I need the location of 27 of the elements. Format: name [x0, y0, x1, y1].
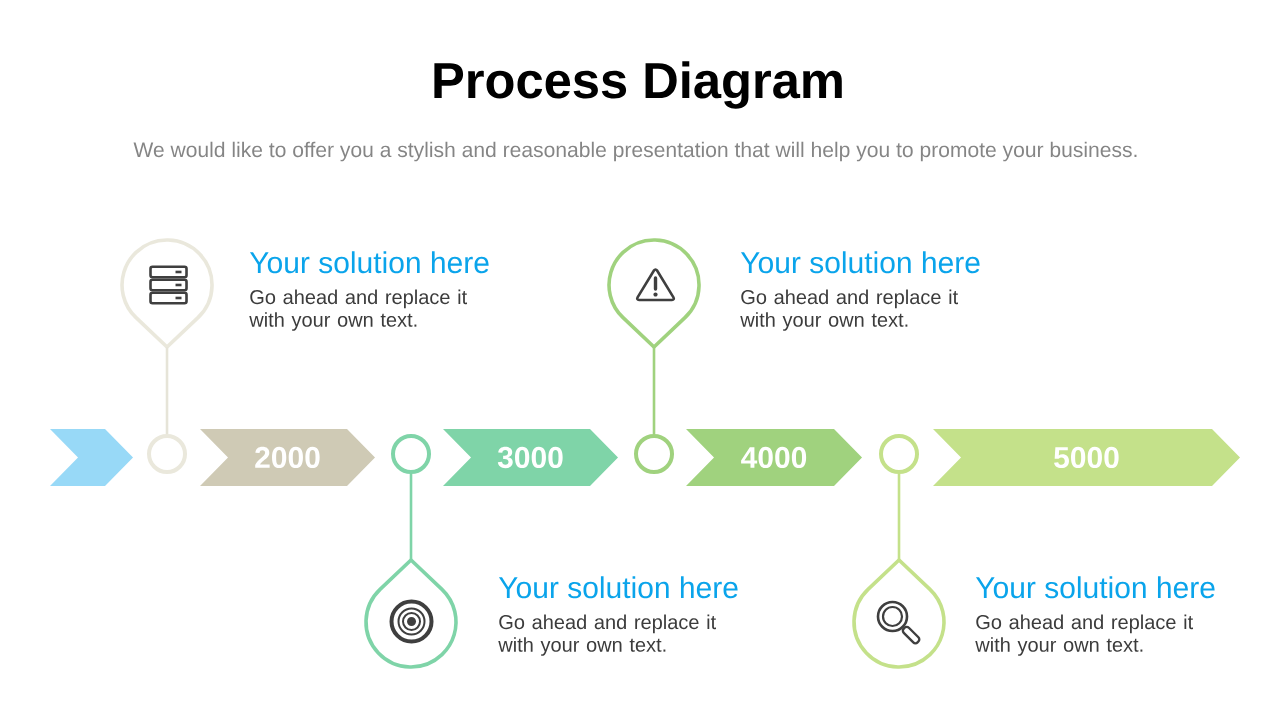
ring-marker	[147, 434, 187, 474]
connector-line	[165, 347, 169, 434]
connector-line	[897, 474, 901, 560]
heading: Your solution here	[975, 576, 1215, 599]
connector-line	[652, 347, 656, 434]
heading: Your solution here	[249, 251, 489, 274]
body-text: Go ahead and replace it with your own text.	[975, 614, 1193, 656]
pin-marker	[364, 558, 458, 669]
ring-marker	[879, 434, 919, 474]
ring-marker	[391, 434, 431, 474]
body-text: Go ahead and replace it with your own text.	[740, 289, 958, 331]
subtitle: We would like to offer you a stylish and reasonable presentation that will help you to promote your business.	[133, 141, 1137, 162]
title: Process Diagram	[434, 61, 842, 109]
heading: Your solution here	[498, 576, 738, 599]
chevron-banner: 5000	[933, 429, 1240, 486]
chevron-banner: 2000	[200, 429, 375, 486]
chevron-banner: 4000	[686, 429, 862, 486]
pin-marker	[852, 558, 946, 669]
heading: Your solution here	[740, 251, 980, 274]
body-text: Go ahead and replace it with your own text.	[249, 289, 467, 331]
chevron-banner	[50, 429, 133, 486]
body-text: Go ahead and replace it with your own text.	[498, 614, 716, 656]
pin-marker	[607, 238, 701, 349]
ring-marker	[634, 434, 674, 474]
chevron-banner: 3000	[443, 429, 618, 486]
pin-marker	[120, 238, 214, 349]
connector-line	[409, 474, 413, 560]
